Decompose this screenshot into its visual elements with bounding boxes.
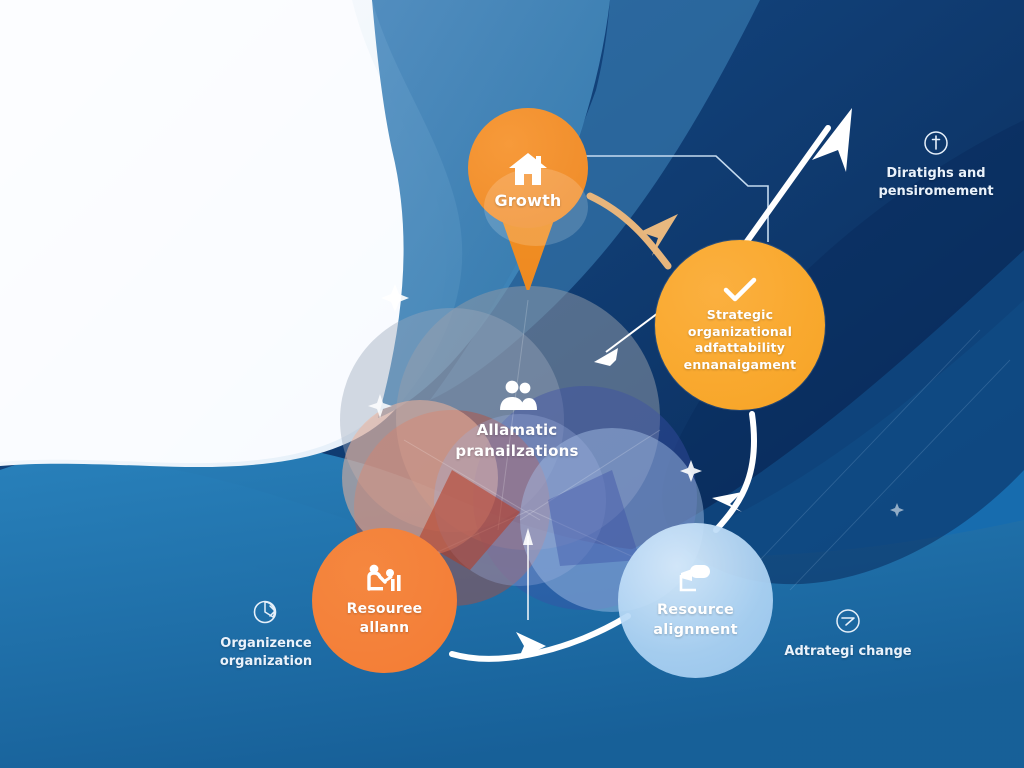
label-line-1: Diratighs and [886, 166, 986, 181]
node-label-line-1: Resource [656, 602, 735, 619]
node-label-line-2: allann [359, 620, 410, 636]
label-line-2: organization [219, 653, 313, 669]
megaphone-icon [676, 561, 716, 595]
connector-strategic-to-center [594, 309, 663, 366]
node-center[interactable]: Allamatic pranailzations [432, 350, 602, 490]
node-label-line-2: organizational [687, 323, 793, 339]
connector-growth-elbow [576, 155, 769, 242]
arrow-circle-icon [835, 608, 861, 634]
check-icon [723, 277, 757, 303]
node-label-line-2: pranailzations [455, 441, 579, 460]
node-label-line-1: Allamatic [476, 420, 558, 439]
node-label-line-1: Strategic [706, 307, 774, 322]
node-growth[interactable]: Growth [468, 108, 588, 290]
connector-growth-to-strategic [586, 192, 678, 270]
label-line-2: pensiromement [878, 183, 994, 199]
people-icon [495, 379, 539, 413]
node-strategic[interactable]: Strategic organizational adfattability e… [655, 240, 825, 410]
person-chart-icon [365, 563, 405, 595]
node-label-line-4: ennanaigament [683, 356, 797, 372]
node-label-line-1: Resouree [346, 601, 423, 618]
label-line-1: Adtrategi change [784, 644, 912, 659]
node-label-line-3: adfattability [694, 340, 786, 355]
label-line-1: Organizence [220, 636, 312, 651]
label-organizance[interactable]: Organizence organization [186, 598, 346, 670]
label-adtrategi-change[interactable]: Adtrategi change [758, 608, 938, 661]
compass-circle-icon [923, 130, 949, 156]
node-label-line-2: alignment [653, 621, 738, 638]
node-resource-alignment[interactable]: Resource alignment [618, 523, 773, 678]
connector-allocation-to-alignment [449, 613, 631, 662]
node-resource-allocation[interactable]: Resouree allann [312, 528, 457, 673]
sparkle-decorations [368, 284, 904, 517]
node-label: Growth [494, 190, 562, 210]
label-direction[interactable]: Diratighs and pensiromement [846, 130, 1024, 200]
pie-gear-circle-icon [252, 598, 280, 626]
house-icon [506, 149, 550, 189]
connector-strategic-to-alignment [712, 411, 758, 533]
